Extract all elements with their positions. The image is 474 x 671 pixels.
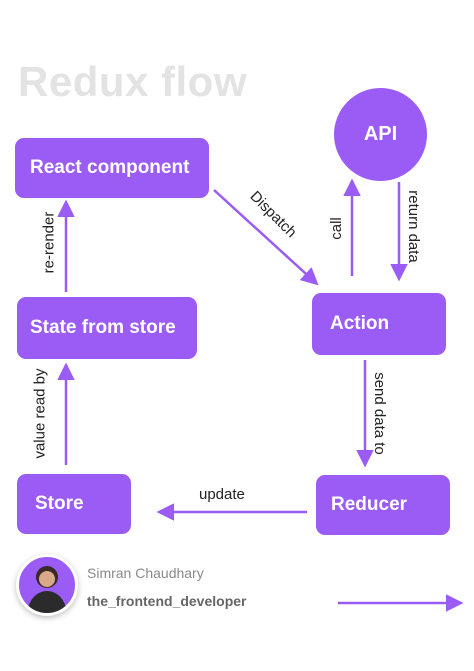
dispatch-arrow bbox=[213, 189, 319, 286]
api-label: API bbox=[363, 123, 398, 145]
action-label: Action bbox=[330, 313, 390, 334]
state-from-store-node: State from store bbox=[17, 297, 197, 359]
author-avatar bbox=[16, 554, 78, 616]
react-component-label: React component bbox=[30, 157, 190, 178]
state-from-store-label: State from store bbox=[30, 317, 176, 338]
author-handle: the_frontend_developer bbox=[87, 593, 247, 609]
reducer-label: Reducer bbox=[331, 494, 408, 515]
return-data-label: return data bbox=[404, 190, 422, 263]
update-label: update bbox=[199, 486, 245, 503]
re-render-label: re-render bbox=[40, 211, 58, 274]
action-node: Action bbox=[312, 293, 446, 355]
person-icon bbox=[27, 566, 67, 613]
reducer-node: Reducer bbox=[316, 475, 450, 535]
send-data-to-label: send data to bbox=[370, 372, 388, 455]
store-node: Store bbox=[17, 474, 131, 534]
store-label: Store bbox=[35, 493, 84, 514]
value-read-by-label: value read by bbox=[31, 368, 49, 459]
api-node: API bbox=[334, 88, 427, 181]
diagram-title: Redux flow bbox=[18, 58, 248, 105]
call-label: call bbox=[327, 217, 345, 240]
react-component-node: React component bbox=[15, 138, 209, 198]
author-name: Simran Chaudhary bbox=[87, 565, 204, 581]
